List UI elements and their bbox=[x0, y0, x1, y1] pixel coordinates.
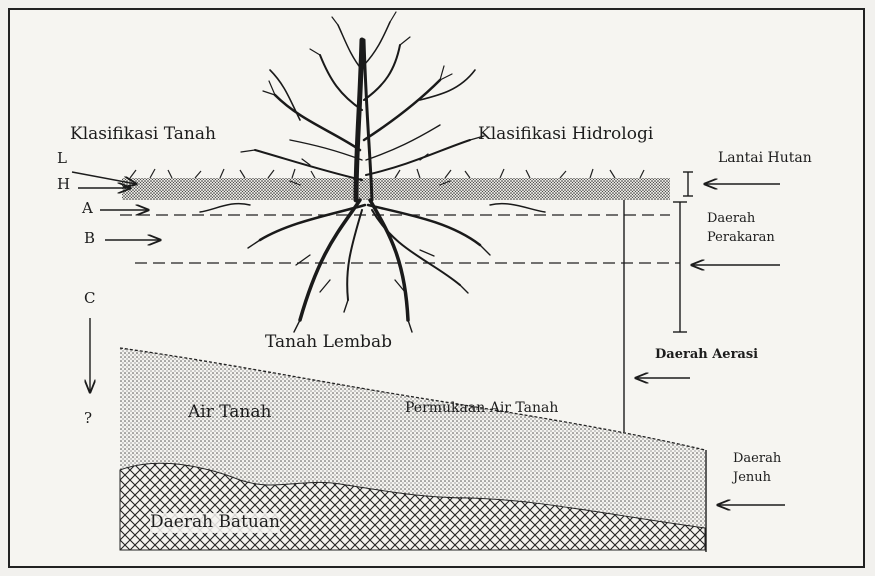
bedrock-zone-label: Daerah Batuan bbox=[150, 513, 280, 533]
horizon-a-label: A bbox=[82, 200, 93, 217]
root-system-icon bbox=[200, 200, 545, 332]
horizon-b-label: B bbox=[84, 230, 95, 247]
forest-floor-label: Lantai Hutan bbox=[718, 150, 812, 166]
forest-floor-band bbox=[122, 178, 670, 200]
water-table-label: Permukaan Air Tanah bbox=[405, 400, 558, 416]
tree-icon bbox=[241, 12, 484, 200]
saturated-zone-label-line1: Daerah bbox=[733, 452, 781, 467]
root-zone-label-line2: Perakaran bbox=[707, 231, 775, 246]
horizon-c-label: C bbox=[84, 290, 95, 307]
moist-soil-label: Tanah Lembab bbox=[265, 333, 392, 353]
horizon-h-label: H bbox=[57, 176, 70, 193]
groundwater-label: Air Tanah bbox=[188, 403, 271, 423]
horizon-l-label: L bbox=[57, 150, 67, 167]
saturated-zone-label-line2: Jenuh bbox=[733, 471, 771, 486]
horizon-unknown-label: ? bbox=[84, 410, 92, 427]
root-zone-label-line1: Daerah bbox=[707, 212, 755, 227]
soil-classification-label: Klasifikasi Tanah bbox=[70, 125, 216, 145]
aeration-zone-label: Daerah Aerasi bbox=[655, 348, 758, 363]
hydrology-classification-label: Klasifikasi Hidrologi bbox=[478, 125, 653, 145]
